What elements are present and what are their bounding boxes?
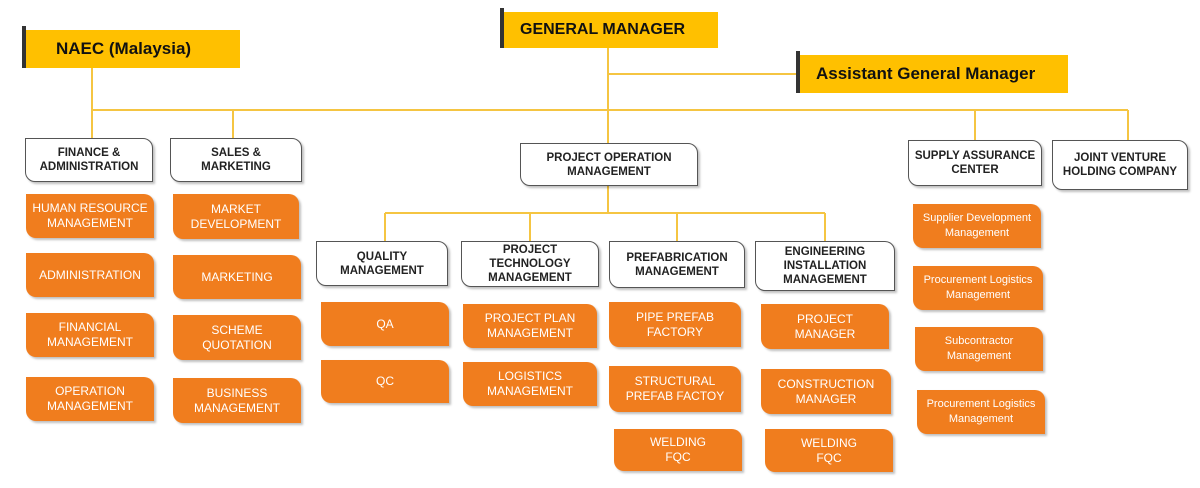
technology-unit-label: LOGISTICS MANAGEMENT xyxy=(486,369,573,398)
quality-management-label: QUALITY MANAGEMENT xyxy=(340,250,424,277)
finance-unit-label: FINANCIAL MANAGEMENT xyxy=(46,320,133,349)
engineering-unit-label: CONSTRUCTION MANAGER xyxy=(777,376,875,406)
technology-unit: LOGISTICS MANAGEMENT xyxy=(463,362,597,406)
engineering-unit-label: WELDING FQC xyxy=(800,435,857,465)
sales-marketing-box: SALES & MARKETING xyxy=(170,138,302,182)
prefabrication-box: PREFABRICATION MANAGEMENT xyxy=(609,241,745,288)
finance-unit: HUMAN RESOURCE MANAGEMENT xyxy=(26,194,154,238)
prefabrication-unit-label: WELDING FQC xyxy=(649,435,706,464)
project-operation-box: PROJECT OPERATION MANAGEMENT xyxy=(520,143,698,186)
finance-unit: OPERATION MANAGEMENT xyxy=(26,377,154,421)
supply-unit: Procurement Logistics Management xyxy=(913,266,1043,310)
sales-unit-label: BUSINESS MANAGEMENT xyxy=(193,385,280,415)
supply-unit: Procurement Logistics Management xyxy=(917,390,1045,434)
sales-unit: BUSINESS MANAGEMENT xyxy=(173,378,301,423)
finance-administration-box: FINANCE & ADMINISTRATION xyxy=(25,138,153,182)
engineering-unit: PROJECT MANAGER xyxy=(761,304,889,349)
finance-unit-label: HUMAN RESOURCE MANAGEMENT xyxy=(32,201,148,230)
supply-unit-label: Procurement Logistics Management xyxy=(926,398,1036,425)
sales-unit: MARKET DEVELOPMENT xyxy=(173,194,299,239)
prefabrication-unit: PIPE PREFAB FACTORY xyxy=(609,302,741,347)
sales-unit-label: MARKET DEVELOPMENT xyxy=(190,201,282,231)
finance-unit-label: OPERATION MANAGEMENT xyxy=(46,384,133,413)
sales-unit-label: MARKETING xyxy=(201,269,273,284)
engineering-unit-label: PROJECT MANAGER xyxy=(794,311,856,341)
project-operation-label: PROJECT OPERATION MANAGEMENT xyxy=(546,151,672,178)
supply-assurance-label: SUPPLY ASSURANCE CENTER xyxy=(914,150,1036,176)
finance-unit: ADMINISTRATION xyxy=(26,253,154,297)
sales-unit: SCHEME QUOTATION xyxy=(173,315,301,360)
supply-unit-label: Supplier Development Management xyxy=(922,212,1032,239)
quality-unit-label: QC xyxy=(376,374,394,388)
sales-unit-label: SCHEME QUOTATION xyxy=(202,322,272,352)
prefabrication-unit-label: PIPE PREFAB FACTORY xyxy=(635,309,715,339)
general-manager-label: GENERAL MANAGER xyxy=(520,21,686,38)
joint-venture-box: JOINT VENTURE HOLDING COMPANY xyxy=(1052,140,1188,190)
finance-unit-label: ADMINISTRATION xyxy=(39,267,141,282)
sales-marketing-label: SALES & MARKETING xyxy=(201,147,271,173)
quality-management-box: QUALITY MANAGEMENT xyxy=(316,241,448,286)
finance-unit: FINANCIAL MANAGEMENT xyxy=(26,313,154,357)
quality-unit-label: QA xyxy=(376,316,394,331)
prefabrication-unit: STRUCTURAL PREFAB FACTOY xyxy=(609,366,741,412)
project-technology-label: PROJECT TECHNOLOGY MANAGEMENT xyxy=(488,244,572,284)
supply-unit: Subcontractor Management xyxy=(915,327,1043,371)
technology-unit: PROJECT PLAN MANAGEMENT xyxy=(463,304,597,348)
prefabrication-label: PREFABRICATION MANAGEMENT xyxy=(626,251,728,278)
engineering-unit: CONSTRUCTION MANAGER xyxy=(761,369,891,414)
sales-unit: MARKETING xyxy=(173,255,301,299)
prefabrication-unit-label: STRUCTURAL PREFAB FACTOY xyxy=(625,374,725,403)
naec-label: NAEC (Malaysia) xyxy=(56,39,192,58)
technology-unit-label: PROJECT PLAN MANAGEMENT xyxy=(484,311,576,340)
joint-venture-label: JOINT VENTURE HOLDING COMPANY xyxy=(1062,152,1178,178)
supply-assurance-box: SUPPLY ASSURANCE CENTER xyxy=(908,140,1042,186)
finance-administration-label: FINANCE & ADMINISTRATION xyxy=(39,147,139,173)
quality-unit: QA xyxy=(321,302,449,346)
engineering-installation-box: ENGINEERING INSTALLATION MANAGEMENT xyxy=(755,241,895,291)
supply-unit-label: Subcontractor Management xyxy=(944,335,1014,362)
naec-box: NAEC (Malaysia) xyxy=(22,26,240,68)
project-technology-box: PROJECT TECHNOLOGY MANAGEMENT xyxy=(461,241,599,287)
prefabrication-unit: WELDING FQC xyxy=(614,429,742,471)
supply-unit-label: Procurement Logistics Management xyxy=(923,274,1033,301)
engineering-installation-label: ENGINEERING INSTALLATION MANAGEMENT xyxy=(783,246,867,286)
assistant-general-manager-box: Assistant General Manager xyxy=(796,51,1068,93)
supply-unit: Supplier Development Management xyxy=(913,204,1041,248)
assistant-general-manager-label: Assistant General Manager xyxy=(816,64,1036,83)
general-manager-box: GENERAL MANAGER xyxy=(500,8,718,48)
quality-unit: QC xyxy=(321,360,449,403)
engineering-unit: WELDING FQC xyxy=(765,429,893,472)
